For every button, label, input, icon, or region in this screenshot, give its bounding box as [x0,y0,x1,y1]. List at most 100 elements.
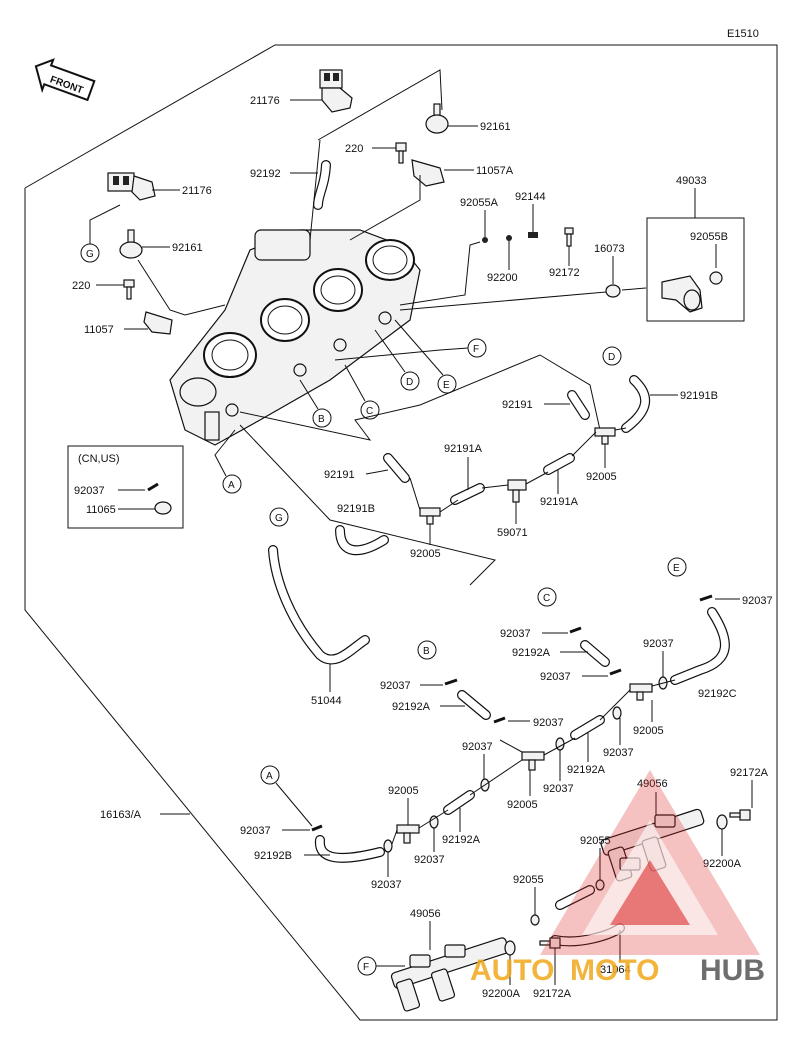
pipe-m-4 [651,679,676,687]
label-92037-c2: 92037 [540,671,571,683]
label-92200a-bot: 92200A [482,988,521,1000]
leader-g-top [89,204,121,244]
bracket-11057 [143,311,173,335]
label-92191a-b: 92191A [540,496,579,508]
pipe-link-3 [481,484,509,489]
callout-c-top-text: C [366,406,373,417]
callout-e-top-text: E [443,380,450,391]
label-51044: 51044 [311,695,342,707]
label-92192-top: 92192 [250,168,281,180]
sensor-92161-left [119,229,143,259]
label-92055b: 92055B [690,231,728,243]
label-92192c: 92192C [698,688,737,700]
pipe-link-1 [409,477,421,511]
pipe-m-3 [599,689,631,721]
label-92037-c1: 92037 [500,628,531,640]
clamp-92037-m2 [612,706,622,720]
fuel-rail-lower [390,937,510,1012]
washer-92200 [506,235,512,241]
ring-92055b [709,271,723,285]
leader-right-cluster [399,241,481,306]
label-92191b-bot: 92191B [337,503,375,515]
label-92037-m3: 92037 [543,783,574,795]
callout-c-bottom-text: C [543,593,550,604]
label-21176-left: 21176 [182,185,212,197]
label-92005-a: 92005 [586,471,617,483]
callout-e-top: E [437,374,457,394]
hose-92192c [670,607,730,685]
joint-92005-l [396,824,420,844]
joint-92005-m [521,751,545,771]
bracket-11057a [411,159,445,187]
clip-92037-b1 [444,678,458,686]
label-92037-cn: 92037 [74,485,105,497]
clamp-92037-a2 [383,839,393,853]
leader-a-bottom [275,782,313,827]
leader-a-top [214,429,236,477]
label-11065: 11065 [86,504,116,516]
washer-92200a-bot [504,940,516,956]
label-92055a: 92055A [460,197,499,209]
label-16163a: 16163/A [100,809,142,821]
label-92200a-top: 92200A [703,858,742,870]
hose-92191-left [383,453,410,483]
label-92037-e: 92037 [742,595,773,607]
label-92191b-top: 92191B [680,390,718,402]
watermark-moto: MOTO [570,954,659,987]
bolt-92172 [564,227,574,247]
watermark-hub: HUB [700,954,765,987]
clip-92037-cn [147,482,159,492]
label-11057: 11057 [84,324,114,336]
clip-92037-a1 [311,824,323,832]
pipe-m-2 [543,737,576,756]
callout-a-bottom: A [260,765,280,785]
clip-92037-c1 [569,626,582,634]
pipe-link-4 [525,471,549,485]
label-92037-a2: 92037 [371,879,402,891]
callout-e-bottom: E [667,557,687,577]
label-92172a-top: 92172A [730,767,769,779]
callout-b-bottom-text: B [423,646,430,657]
label-92161-top: 92161 [480,121,511,133]
label-21176-top: 21176 [250,95,280,107]
label-92200: 92200 [487,272,518,284]
sensor-92161-top [425,103,449,134]
hose-51044 [268,545,370,665]
hose-92192a-m [570,715,605,740]
label-92192a-m: 92192A [567,764,606,776]
callout-c-top: C [360,400,380,420]
leader-f-top [334,347,469,361]
callout-f-bottom: F [357,956,377,976]
callout-g-top: G [80,243,100,263]
clip-92037-e [699,594,713,602]
callout-b-top: B [312,408,332,428]
callout-b-top-text: B [318,414,325,425]
label-220-top: 220 [345,143,363,155]
label-92055-a: 92055 [580,835,611,847]
clip-92037-b2 [493,716,506,724]
ring-92055-b [530,914,540,926]
leader-left-group [137,259,226,316]
hose-92192a-b [457,690,491,720]
label-49056-bot: 49056 [410,908,441,920]
label-92037-l1: 92037 [414,854,445,866]
label-92005-c: 92005 [633,725,664,737]
hose-92191b-top [621,375,651,433]
washer-92200a-top [716,814,728,830]
joint-59071 [507,479,527,503]
hose-92191b-bottom [335,525,389,556]
label-59071: 59071 [497,527,528,539]
label-92191-a: 92191 [502,399,533,411]
ring-92055a [482,237,488,243]
hose-92191a-right [543,453,575,475]
callout-d-bottom-text: D [608,352,615,363]
label-16073: 16073 [594,243,625,255]
label-92172: 92172 [549,267,580,279]
label-92172a-bot: 92172A [533,988,572,1000]
callout-d-top-text: D [406,377,413,388]
label-92055-b: 92055 [513,874,544,886]
callout-g-top-text: G [86,249,94,260]
leader-top-right [349,175,421,241]
hose-92192a-c [580,640,610,667]
